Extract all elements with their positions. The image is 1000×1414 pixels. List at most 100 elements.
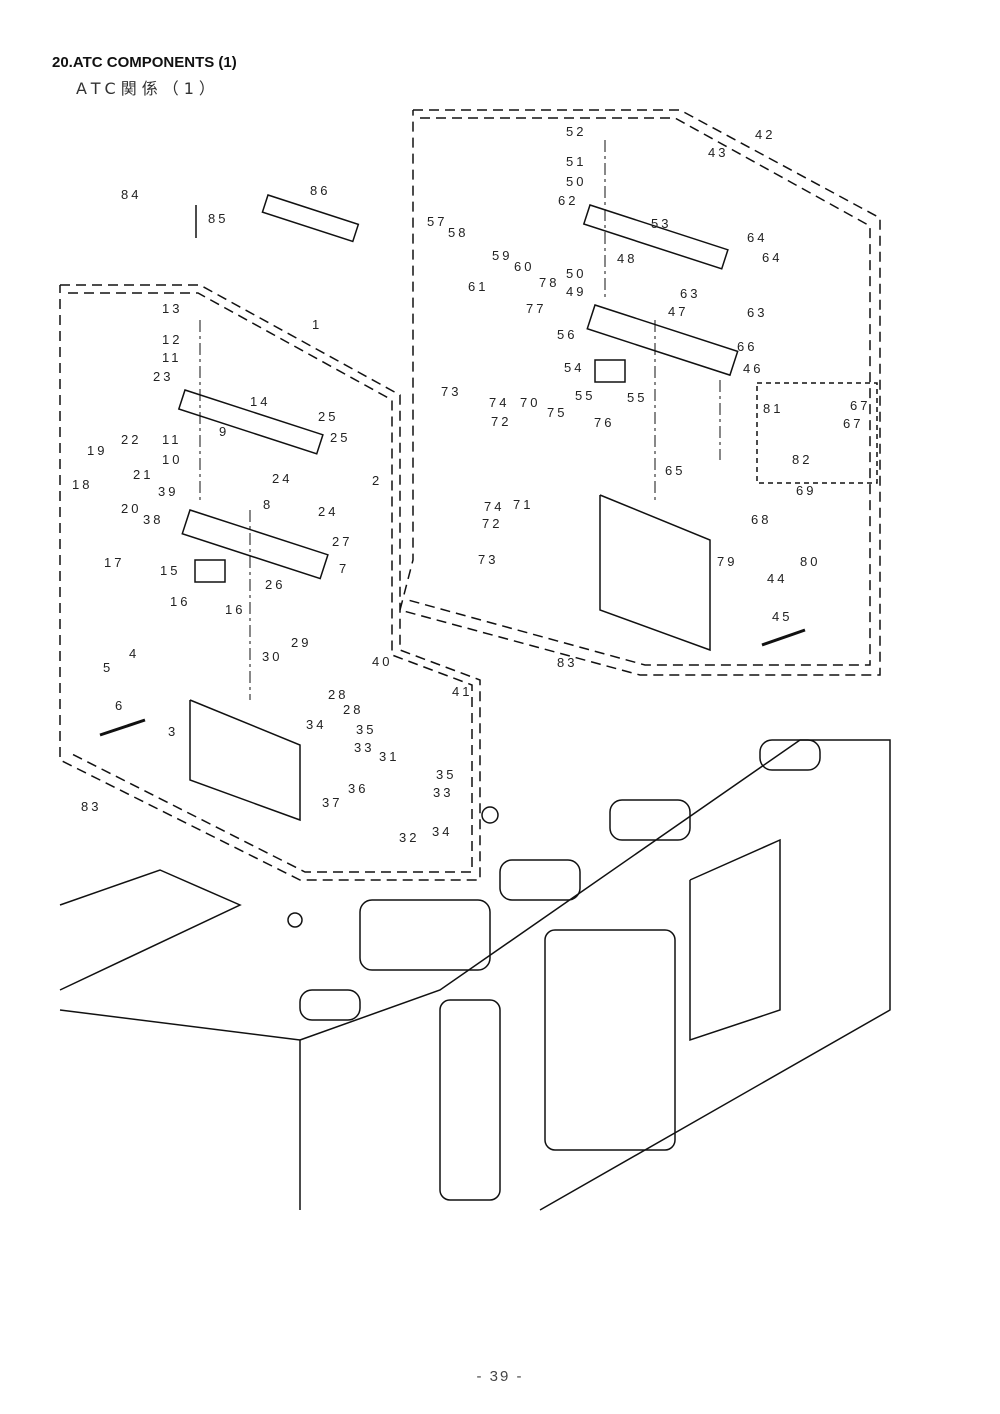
part-callout-56: 56: [557, 327, 578, 342]
part-callout-31: 31: [379, 749, 400, 764]
part-callout-8: 8: [263, 497, 274, 512]
part-callout-33: 33: [354, 740, 375, 755]
part-callout-49: 49: [566, 284, 587, 299]
part-callout-16: 16: [170, 594, 191, 609]
part-callout-72: 72: [491, 414, 512, 429]
part-callout-43: 43: [708, 145, 729, 160]
part-callout-17: 17: [104, 555, 125, 570]
part-callout-20: 20: [121, 501, 142, 516]
assembly-boundary-1: [59, 284, 481, 881]
part-callout-64: 64: [762, 250, 783, 265]
part-callout-4: 4: [129, 646, 140, 661]
part-callout-76: 76: [594, 415, 615, 430]
part-callout-38: 38: [143, 512, 164, 527]
part-callout-57: 57: [427, 214, 448, 229]
part-callout-7: 7: [339, 561, 350, 576]
part-callout-36: 36: [348, 781, 369, 796]
part-callout-64: 64: [747, 230, 768, 245]
part-callout-86: 86: [310, 183, 331, 198]
page-subtitle: ATC関係（1）: [76, 79, 220, 98]
part-callout-12: 12: [162, 332, 183, 347]
part-callout-47: 47: [668, 304, 689, 319]
part-callout-55: 55: [575, 388, 596, 403]
part-callout-41: 41: [452, 684, 473, 699]
part-callout-68: 68: [751, 512, 772, 527]
part-callout-27: 27: [332, 534, 353, 549]
part-callout-83: 83: [81, 799, 102, 814]
part-callout-19: 19: [87, 443, 108, 458]
part-callout-25: 25: [318, 409, 339, 424]
part-callout-9: 9: [219, 424, 230, 439]
part-callout-18: 18: [72, 477, 93, 492]
part-callout-29: 29: [291, 635, 312, 650]
part-callout-46: 46: [743, 361, 764, 376]
part-callout-26: 26: [265, 577, 286, 592]
part-callout-34: 34: [306, 717, 327, 732]
part-callout-33: 33: [433, 785, 454, 800]
part-callout-11: 11: [162, 432, 182, 447]
part-callout-16: 16: [225, 602, 246, 617]
part-callout-28: 28: [328, 687, 349, 702]
part-callout-22: 22: [121, 432, 142, 447]
part-callout-37: 37: [322, 795, 343, 810]
part-callout-23: 23: [153, 369, 174, 384]
part-callout-75: 75: [547, 405, 568, 420]
part-callout-74: 74: [489, 395, 510, 410]
part-callout-44: 44: [767, 571, 788, 586]
part-callout-3: 3: [168, 724, 179, 739]
page-title: 20.ATC COMPONENTS (1): [52, 54, 237, 71]
part-callout-32: 32: [399, 830, 420, 845]
part-callout-2: 2: [372, 473, 383, 488]
part-callout-40: 40: [372, 654, 393, 669]
part-callout-28: 28: [343, 702, 364, 717]
part-callout-84: 84: [121, 187, 142, 202]
part-callout-30: 30: [262, 649, 283, 664]
part-callout-70: 70: [520, 395, 541, 410]
part-callout-65: 65: [665, 463, 686, 478]
part-callout-69: 69: [796, 483, 817, 498]
part-callout-79: 79: [717, 554, 738, 569]
part-callout-15: 15: [160, 563, 181, 578]
part-callout-35: 35: [356, 722, 377, 737]
part-callout-73: 73: [478, 552, 499, 567]
part-callout-85: 85: [208, 211, 229, 226]
part-callout-24: 24: [318, 504, 339, 519]
part-callout-63: 63: [747, 305, 768, 320]
part-callout-71: 71: [513, 497, 534, 512]
part-callout-42: 42: [755, 127, 776, 142]
machine-base-outline: [59, 739, 891, 1211]
sub-boundary-81: [756, 382, 878, 484]
part-callout-13: 13: [162, 301, 183, 316]
part-callout-63: 63: [680, 286, 701, 301]
part-callout-21: 21: [133, 467, 154, 482]
part-shapes: [99, 194, 806, 822]
part-callout-53: 53: [651, 216, 672, 231]
part-callout-59: 59: [492, 248, 513, 263]
part-callout-48: 48: [617, 251, 638, 266]
part-callout-51: 51: [566, 154, 587, 169]
part-callout-45: 45: [772, 609, 793, 624]
part-callout-39: 39: [158, 484, 179, 499]
part-callout-35: 35: [436, 767, 457, 782]
part-callout-72: 72: [482, 516, 503, 531]
part-callout-6: 6: [115, 698, 126, 713]
part-callout-67: 67: [843, 416, 864, 431]
part-callout-34: 34: [432, 824, 453, 839]
part-callout-24: 24: [272, 471, 293, 486]
part-callout-11: 11: [162, 350, 182, 365]
part-callout-67: 67: [850, 398, 871, 413]
assembly-boundary-43: [399, 109, 881, 676]
part-callout-80: 80: [800, 554, 821, 569]
part-callout-62: 62: [558, 193, 579, 208]
part-callout-10: 10: [162, 452, 183, 467]
part-callout-55: 55: [627, 390, 648, 405]
part-callout-83: 83: [557, 655, 578, 670]
page-number: - 39 -: [476, 1368, 524, 1385]
part-callout-58: 58: [448, 225, 469, 240]
part-callout-60: 60: [514, 259, 535, 274]
part-callout-14: 14: [250, 394, 271, 409]
part-callout-77: 77: [526, 301, 547, 316]
part-callout-82: 82: [792, 452, 813, 467]
part-callout-78: 78: [539, 275, 560, 290]
